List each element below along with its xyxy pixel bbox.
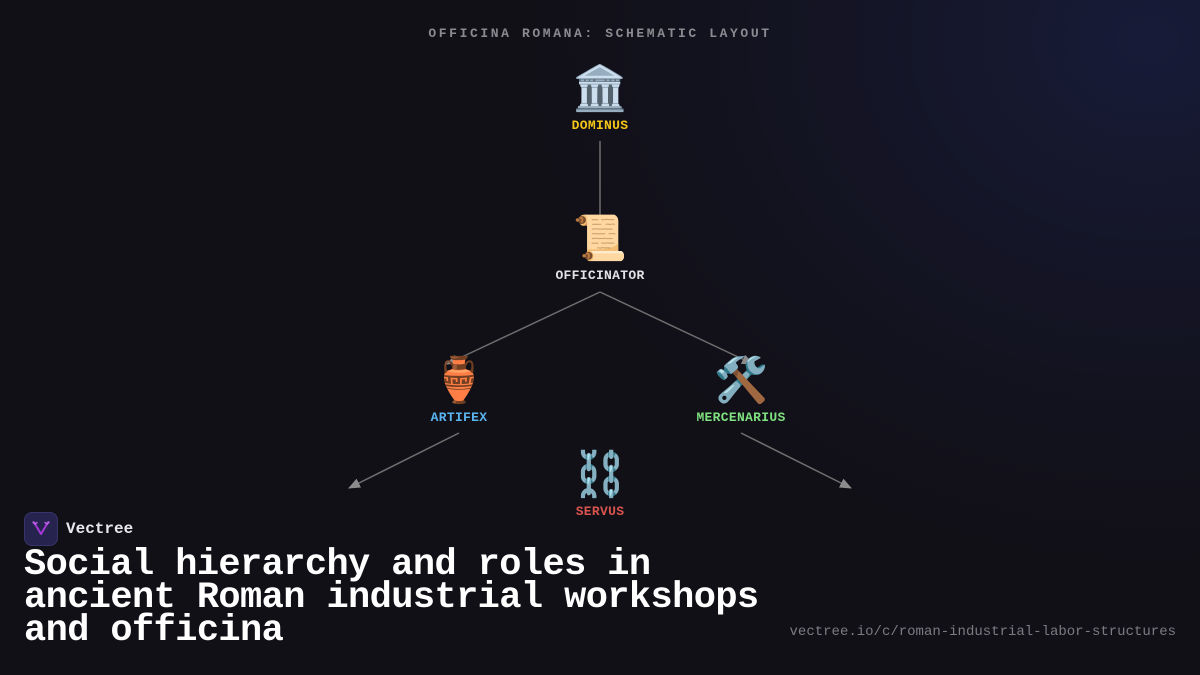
node-label-artifex: ARTIFEX: [430, 410, 488, 425]
node-label-mercenarius: MERCENARIUS: [696, 410, 786, 425]
brand[interactable]: Vectree: [24, 512, 133, 546]
page-headline: Social hierarchy and roles in ancient Ro…: [24, 544, 759, 652]
classical-building-icon: 🏛️: [572, 63, 628, 114]
node-label-servus: SERVUS: [575, 504, 625, 519]
diagram-title: OFFICINA ROMANA: SCHEMATIC LAYOUT: [428, 26, 772, 41]
scroll-icon: 📜: [572, 213, 628, 264]
node-mercenarius[interactable]: 🛠️ MERCENARIUS: [661, 355, 821, 426]
node-dominus[interactable]: 🏛️ DOMINUS: [520, 63, 680, 134]
source-url-link[interactable]: vectree.io/c/roman-industrial-labor-stru…: [789, 624, 1176, 640]
edge-mercenarius-lower-right: [740, 432, 852, 489]
node-servus[interactable]: ⛓️ SERVUS: [520, 449, 680, 520]
node-label-dominus: DOMINUS: [571, 118, 629, 133]
brand-name: Vectree: [66, 520, 134, 538]
node-artifex[interactable]: 🏺 ARTIFEX: [379, 355, 539, 426]
edge-officinator-mercenarius: [599, 291, 754, 365]
node-label-officinator: OFFICINATOR: [555, 268, 645, 283]
hammer-and-wrench-icon: 🛠️: [713, 355, 769, 406]
node-officinator[interactable]: 📜 OFFICINATOR: [520, 213, 680, 284]
vectree-logo-icon: [24, 512, 58, 546]
chains-icon: ⛓️: [572, 449, 628, 500]
amphora-icon: 🏺: [431, 355, 487, 406]
edge-artifex-lower-left: [348, 432, 460, 489]
edge-officinator-artifex: [446, 291, 601, 365]
